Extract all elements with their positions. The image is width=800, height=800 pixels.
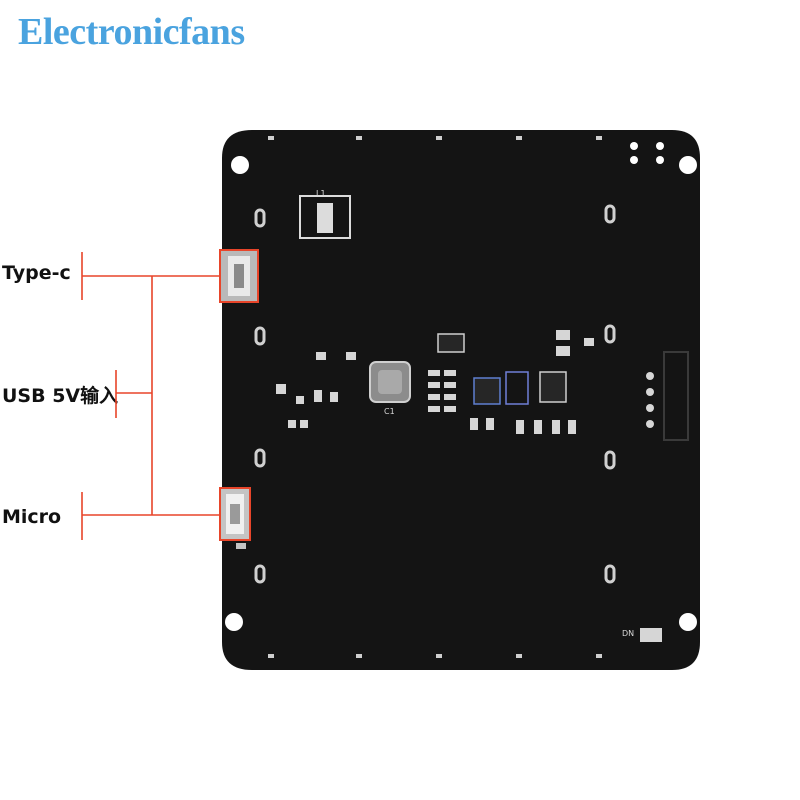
micro-usb-connector xyxy=(219,487,251,549)
smd-components xyxy=(276,330,662,642)
component-l1 xyxy=(299,195,351,239)
mounting-holes xyxy=(225,142,697,631)
pcb-board xyxy=(222,130,700,670)
label-typec: Type-c xyxy=(2,262,71,284)
edge-pads xyxy=(268,136,602,658)
slot-pads xyxy=(254,204,616,584)
leader-lines xyxy=(81,252,220,540)
ic-chips xyxy=(437,333,567,405)
silk-dn: DN xyxy=(622,629,634,638)
label-micro: Micro xyxy=(2,506,62,528)
typec-connector xyxy=(219,249,259,303)
silkscreen-text: L1 C1 DN xyxy=(316,189,634,638)
right-pins xyxy=(646,351,689,441)
inductor-c1 xyxy=(369,361,411,403)
label-usb-5v-input: USB 5V输入 xyxy=(2,385,119,407)
silk-c1: C1 xyxy=(384,407,395,416)
silk-l1: L1 xyxy=(316,189,326,198)
brand-text: Electronicfans xyxy=(18,11,245,53)
brand-logo: Electronicfans xyxy=(18,10,245,54)
